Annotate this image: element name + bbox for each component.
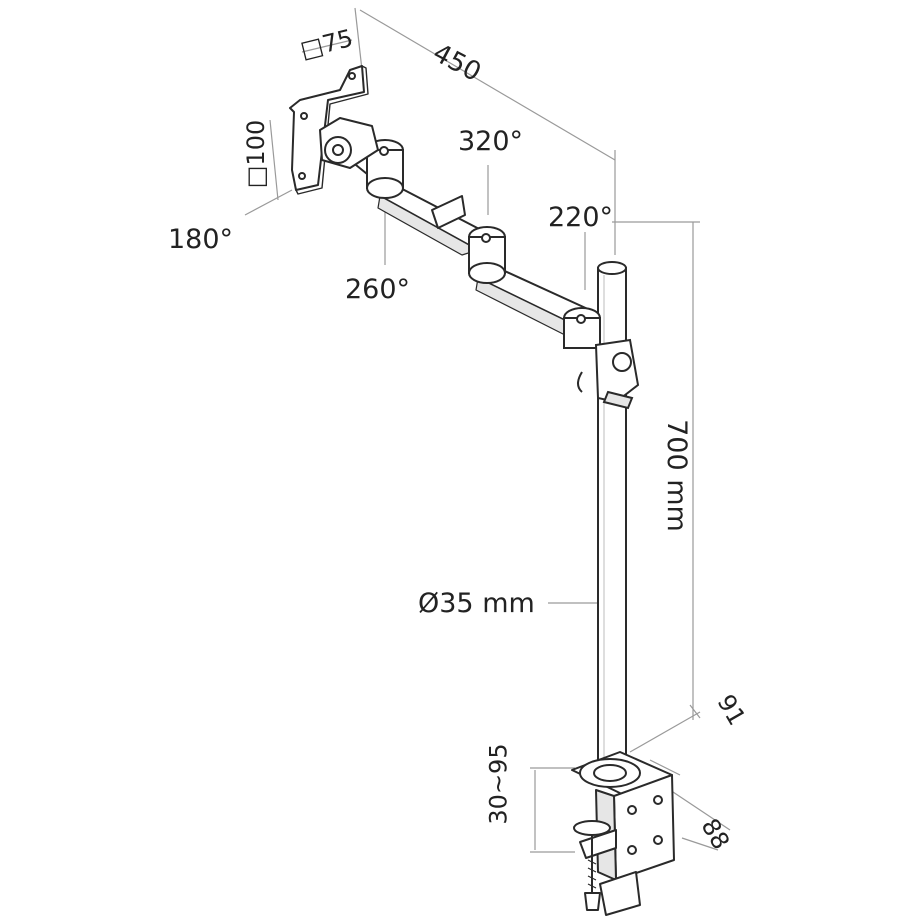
clamp-handle xyxy=(584,892,601,911)
vesa-hole-1 xyxy=(300,112,308,120)
dim-180-leader xyxy=(244,189,293,216)
dim-450-line xyxy=(359,9,616,161)
vesa-hole-2 xyxy=(348,72,356,80)
label-pole-height: 700 mm xyxy=(660,419,692,532)
clamp-screw-thread xyxy=(587,859,597,889)
clamp-pad xyxy=(573,820,611,836)
dim-91-ext-left xyxy=(649,759,681,776)
clamp-pole-inner xyxy=(593,764,627,782)
vesa-hole-3 xyxy=(298,172,306,180)
joint-pole-bolt xyxy=(576,314,586,324)
dim-88-line xyxy=(669,789,731,831)
label-pole-diameter: Ø35 mm xyxy=(418,588,535,619)
dim-450-ext-left xyxy=(354,7,363,71)
vesa-plate xyxy=(289,65,365,191)
desk-clamp xyxy=(571,751,675,916)
pole-collar-knob xyxy=(612,352,632,372)
label-rotation-180: 180° xyxy=(168,224,234,255)
label-desk-thickness: 30~95 xyxy=(484,743,513,825)
arm-outer-shade xyxy=(377,195,479,256)
dim-75-line xyxy=(301,39,353,53)
dim-91-line xyxy=(629,711,701,753)
dim-91-ext-right xyxy=(689,704,701,719)
cable-clip xyxy=(431,195,466,229)
collar-hook xyxy=(577,371,583,393)
dimension-lines xyxy=(244,7,731,853)
label-rotation-220: 220° xyxy=(548,202,614,233)
pole-collar xyxy=(594,338,640,404)
pole-top xyxy=(597,261,627,275)
label-vesa-100: □100 xyxy=(242,119,271,189)
clamp-hole-3 xyxy=(653,835,663,845)
joint-outer-bolt xyxy=(379,146,389,156)
vesa-head xyxy=(289,65,379,195)
clamp-hole-4 xyxy=(627,845,637,855)
vesa-plate-edge xyxy=(295,65,369,195)
label-rotation-260: 260° xyxy=(345,274,411,305)
dim-88-ext xyxy=(681,837,719,851)
clamp-hole-1 xyxy=(653,795,663,805)
pole xyxy=(597,261,627,779)
tilt-knob-center xyxy=(332,144,344,156)
clamp-hole-2 xyxy=(627,805,637,815)
label-rotation-320: 320° xyxy=(458,126,524,157)
pole-collar-lever xyxy=(602,390,634,410)
dim-100-line xyxy=(269,119,279,201)
joint-middle-bolt xyxy=(481,233,491,243)
joint-middle-bottom xyxy=(468,262,506,284)
clamp-foot xyxy=(599,871,641,916)
joint-outer-bottom xyxy=(366,177,404,199)
